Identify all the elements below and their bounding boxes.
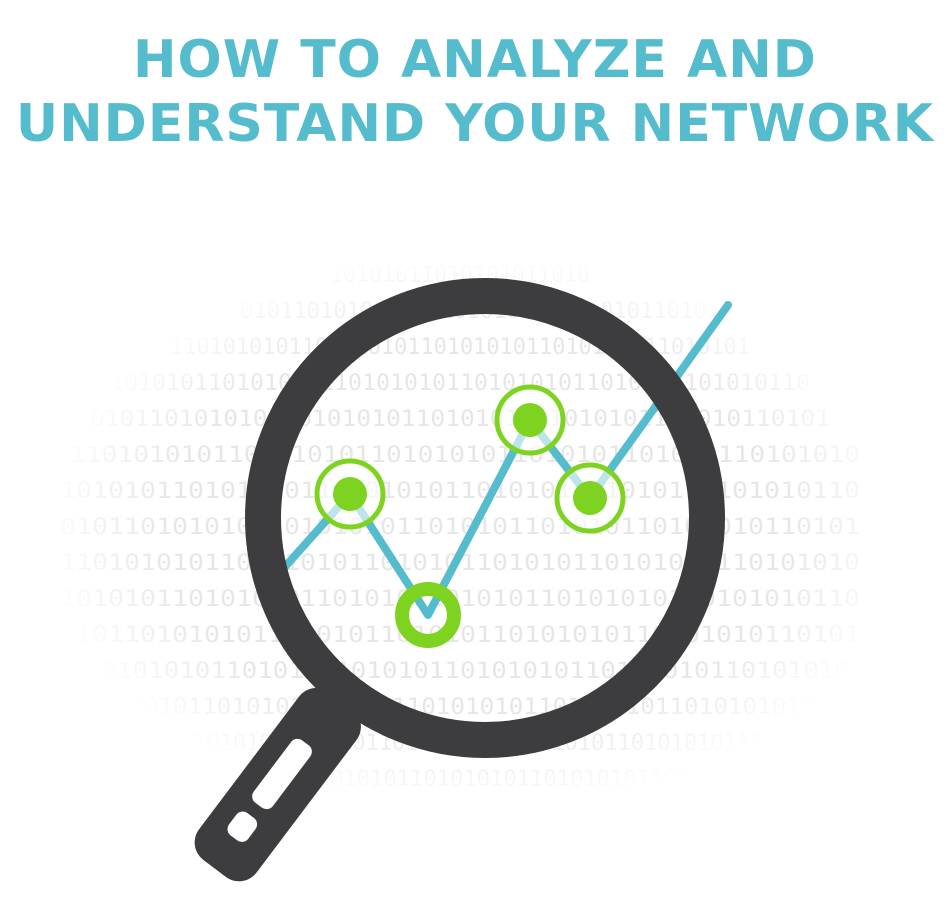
magnifying-glass-icon <box>194 278 725 882</box>
node-1 <box>314 458 386 530</box>
node-4 <box>554 462 626 534</box>
title-line-2: UNDERSTAND YOUR NETWORK <box>15 94 935 154</box>
data-nodes <box>314 384 626 648</box>
node-3 <box>494 384 566 456</box>
handle-highlight-small <box>227 811 258 842</box>
magnifier-ring <box>245 278 725 758</box>
handle-highlight <box>252 738 312 810</box>
node-2 <box>395 582 461 648</box>
title-line-1: HOW TO ANALYZE AND <box>133 30 817 90</box>
page-title: HOW TO ANALYZE AND UNDERSTAND YOUR NETWO… <box>0 28 950 156</box>
